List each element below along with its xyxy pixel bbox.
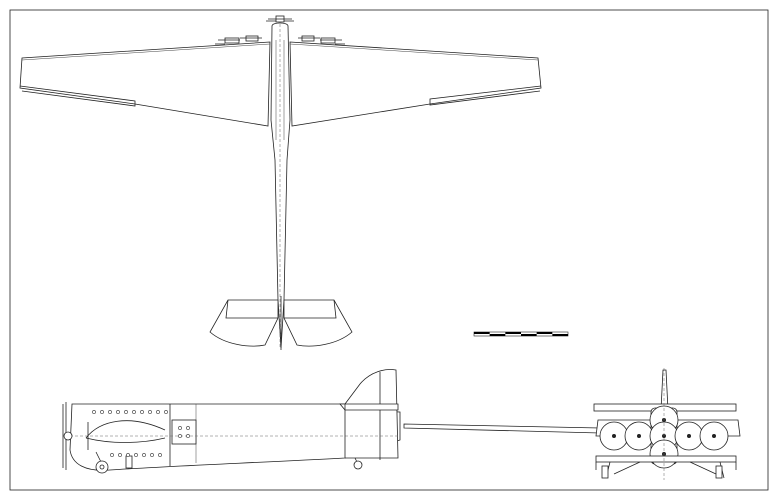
porthole — [142, 453, 146, 457]
horizontal-tail-top — [209, 299, 353, 347]
tailplane-side — [339, 403, 399, 411]
porthole — [156, 410, 160, 414]
porthole — [132, 410, 136, 414]
scale-bar-segment — [505, 332, 521, 334]
porthole — [186, 426, 190, 430]
porthole — [124, 410, 128, 414]
scale-bar-segment — [552, 334, 568, 336]
vertical-tail — [344, 369, 399, 459]
porthole — [134, 453, 138, 457]
wing-planform — [19, 41, 542, 127]
porthole — [148, 410, 152, 414]
porthole — [108, 410, 112, 414]
porthole — [140, 410, 144, 414]
right-engines-top — [298, 35, 345, 45]
porthole — [110, 453, 114, 457]
porthole — [150, 453, 154, 457]
porthole — [92, 410, 96, 414]
scale-bar — [473, 331, 569, 337]
nose-propeller-side — [62, 402, 89, 470]
top-view — [19, 15, 542, 350]
porthole — [126, 453, 130, 457]
nose-propeller-top — [266, 15, 294, 23]
sheet-border — [9, 9, 769, 491]
side-view — [62, 369, 601, 474]
tail-wheel — [353, 457, 363, 470]
porthole — [178, 434, 182, 438]
left-engines-top — [215, 35, 262, 45]
main-landing-gear — [95, 451, 133, 474]
porthole — [118, 453, 122, 457]
right-aileron — [429, 85, 542, 106]
scale-bar-segment — [474, 332, 490, 334]
side-windows — [92, 410, 190, 457]
scale-bar-segment — [489, 334, 506, 336]
porthole — [186, 434, 190, 438]
front-view — [593, 368, 741, 480]
landing-gear-front — [595, 455, 737, 479]
scale-bar-segment — [521, 334, 537, 336]
porthole — [164, 410, 168, 414]
fuselage-top — [270, 22, 291, 349]
wing-edge-side — [403, 423, 601, 434]
porthole — [100, 410, 104, 414]
porthole — [178, 426, 182, 430]
porthole — [116, 410, 120, 414]
scale-bar-segment — [536, 332, 553, 334]
porthole — [158, 453, 162, 457]
left-aileron — [19, 85, 136, 107]
